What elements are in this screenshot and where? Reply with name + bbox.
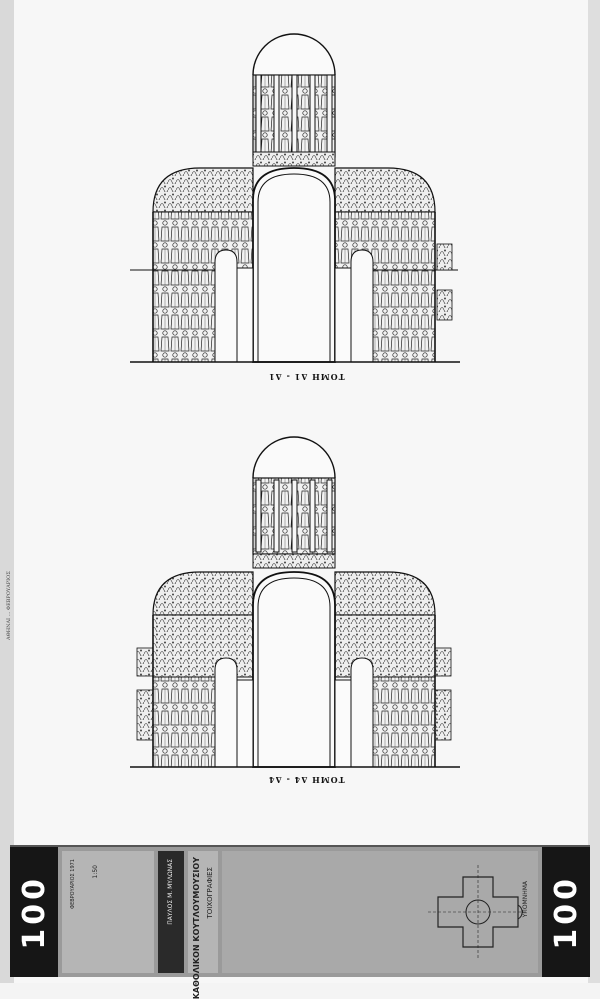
vault-left-lower: [152, 571, 254, 616]
sheet-left-edge: [0, 0, 14, 983]
key-plan-panel: ΥΠΟΜΝΗΜΑ: [222, 851, 538, 973]
sheet-number-left: 100: [10, 847, 58, 977]
title-info-panel: 1:50 ΦΕΒΡΟΥΑΡΙΟΣ 1971: [62, 851, 154, 973]
title-main-panel: ΚΑΘΟΛΙΚΟΝ ΚΟΥΤΛΟΥΜΟΥΣΙΟΥ ΤΟΙΧΟΓΡΑΦΙΕΣ: [188, 851, 218, 999]
vault-right-upper: [334, 167, 436, 213]
sheet-number-right: 100: [542, 847, 590, 977]
section-drawings: [130, 33, 460, 768]
dome-lower: [252, 436, 336, 479]
title-main: ΚΑΘΟΛΙΚΟΝ ΚΟΥΤΛΟΥΜΟΥΣΙΟΥ: [192, 857, 201, 999]
scale-label: 1:50: [92, 865, 99, 879]
plan-label: ΥΠΟΜΝΗΜΑ: [522, 881, 529, 918]
arch-opening-lower: [252, 571, 336, 768]
side-note: ΑΘΗΝΑΙ ... ΦΕΒΡΟΥΑΡΙΟΣ: [6, 571, 12, 640]
date-label: ΦΕΒΡΟΥΑΡΙΟΣ 1971: [70, 859, 76, 909]
authors-panel: ΠΑΥΛΟΣ Μ. ΜΥΛΩΝΑΣ: [158, 851, 184, 973]
section-caption-upper: ΤΟΜΗ Δ1 - Δ1: [268, 372, 345, 382]
sheet-right-edge: [588, 0, 600, 983]
key-plan: [428, 865, 528, 959]
section-upper: [130, 33, 460, 363]
arch-opening-upper: [252, 167, 336, 363]
vault-right-lower: [334, 571, 436, 616]
title-sub: ΤΟΙΧΟΓΡΑΦΙΕΣ: [206, 867, 214, 919]
section-lower: [130, 436, 460, 768]
title-block: 100 1:50 ΦΕΒΡΟΥΑΡΙΟΣ 1971 ΠΑΥΛΟΣ Μ. ΜΥΛΩ…: [10, 845, 590, 999]
section-caption-lower: ΤΟΜΗ Δ4 - Δ4: [268, 775, 345, 785]
vault-left-upper: [152, 167, 254, 213]
dome-upper: [252, 33, 336, 76]
